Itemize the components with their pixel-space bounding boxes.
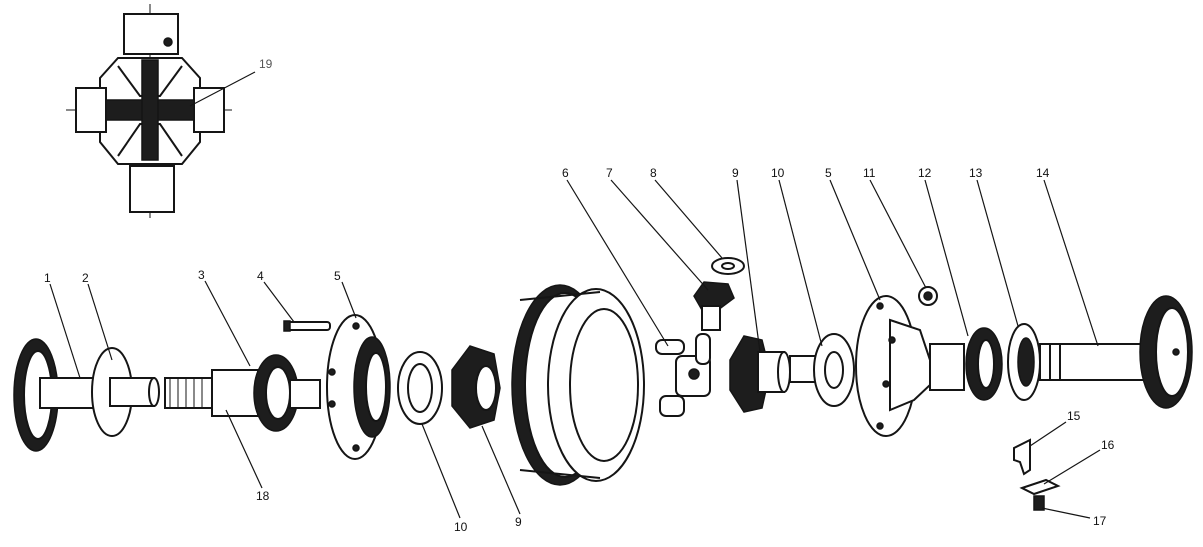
callout-8: 8 bbox=[650, 166, 657, 180]
callout-3: 3 bbox=[198, 268, 205, 282]
ring-gear bbox=[511, 284, 645, 486]
left-housing-half bbox=[326, 314, 391, 460]
callout-16: 16 bbox=[1101, 438, 1115, 452]
right-housing-half bbox=[855, 295, 931, 437]
bearing bbox=[929, 327, 1003, 401]
callout-7: 7 bbox=[606, 166, 613, 180]
right-side-gear bbox=[729, 335, 791, 413]
lock-plate bbox=[1013, 438, 1031, 476]
callout-11: 11 bbox=[863, 166, 876, 180]
callout-12: 12 bbox=[918, 166, 932, 180]
inset-section-view bbox=[66, 4, 232, 218]
callout-17: 17 bbox=[1093, 514, 1107, 528]
pin bbox=[283, 320, 331, 332]
callout-9: 9 bbox=[515, 515, 522, 529]
callout-18: 18 bbox=[256, 489, 270, 503]
spider-cross bbox=[655, 333, 711, 417]
callout-19: 19 bbox=[259, 57, 273, 71]
callout-6: 6 bbox=[562, 166, 569, 180]
callout-4: 4 bbox=[257, 269, 264, 283]
left-side-gear bbox=[451, 345, 501, 429]
thrust-washer-right bbox=[789, 333, 855, 407]
callout-2: 2 bbox=[82, 271, 89, 285]
nut bbox=[918, 286, 938, 306]
leader-lines bbox=[49, 71, 1101, 519]
bearing-cup bbox=[1007, 323, 1041, 401]
shim-washer bbox=[91, 347, 160, 437]
callout-10: 10 bbox=[454, 520, 468, 534]
callout-10: 10 bbox=[771, 166, 785, 180]
callout-14: 14 bbox=[1036, 166, 1050, 180]
callout-1: 1 bbox=[44, 271, 51, 285]
callout-13: 13 bbox=[969, 166, 983, 180]
callout-9: 9 bbox=[732, 166, 739, 180]
thrust-washer-left bbox=[397, 351, 443, 425]
pinion-gear bbox=[693, 281, 735, 331]
callout-15: 15 bbox=[1067, 409, 1081, 423]
bolt bbox=[1033, 495, 1045, 511]
callout-5: 5 bbox=[825, 166, 832, 180]
callout-5: 5 bbox=[334, 269, 341, 283]
right-axle-gear bbox=[1039, 295, 1193, 409]
splined-shaft-with-bearing bbox=[164, 354, 321, 432]
washer-plate bbox=[1019, 478, 1061, 496]
callout-labels: 1 2 3 4 5 6 7 8 9 10 5 11 12 13 14 15 16… bbox=[44, 57, 1115, 534]
pinion-washer bbox=[711, 257, 745, 275]
